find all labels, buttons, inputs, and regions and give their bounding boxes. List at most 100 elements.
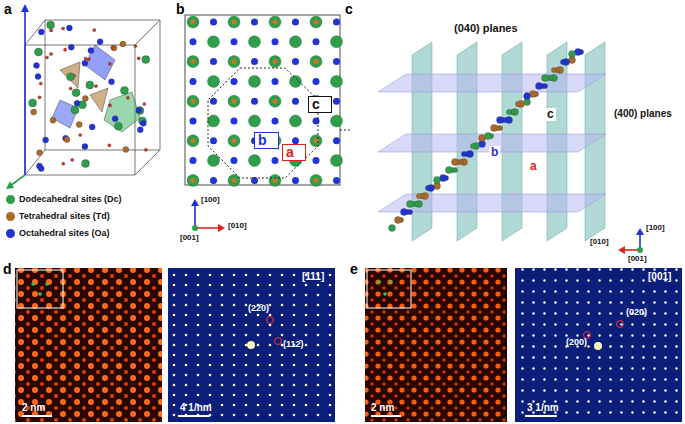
atom bbox=[50, 117, 56, 123]
atom bbox=[86, 81, 94, 89]
atom bbox=[314, 59, 319, 64]
atom bbox=[446, 167, 453, 174]
atom bbox=[43, 137, 49, 143]
atom bbox=[191, 138, 196, 143]
atom bbox=[273, 20, 278, 25]
atom bbox=[38, 96, 41, 99]
spot-index: (22̄0) bbox=[248, 304, 269, 314]
inset-image bbox=[17, 270, 63, 308]
spot-index: (020) bbox=[626, 308, 647, 318]
atom bbox=[425, 185, 430, 190]
atom bbox=[126, 96, 129, 99]
atom bbox=[64, 48, 67, 51]
axis-label: [001] bbox=[180, 234, 199, 243]
site-letter: a bbox=[286, 145, 302, 160]
atom bbox=[208, 36, 220, 48]
atom bbox=[249, 36, 261, 48]
atom bbox=[272, 157, 279, 164]
zone-axis: [111] bbox=[302, 271, 324, 282]
fft-center bbox=[247, 341, 255, 349]
axis-label: [001] bbox=[628, 255, 647, 264]
atom bbox=[142, 56, 150, 64]
atom bbox=[210, 137, 217, 144]
atom bbox=[333, 19, 340, 26]
atom bbox=[82, 60, 88, 66]
atom bbox=[67, 73, 75, 81]
fft-pattern bbox=[515, 268, 682, 422]
atom bbox=[82, 95, 88, 101]
atom bbox=[269, 174, 281, 186]
atom bbox=[395, 217, 402, 224]
atom bbox=[269, 95, 281, 107]
atom bbox=[272, 118, 279, 125]
atom bbox=[251, 58, 258, 65]
atom bbox=[191, 20, 196, 25]
atom bbox=[210, 177, 217, 184]
atom bbox=[407, 201, 414, 208]
atom bbox=[74, 100, 80, 106]
atom bbox=[228, 135, 240, 147]
scale-label: 2 nm bbox=[22, 402, 45, 413]
atom bbox=[120, 41, 126, 47]
atom bbox=[292, 19, 299, 26]
atom bbox=[461, 151, 466, 156]
atom bbox=[112, 116, 118, 122]
fft-center bbox=[594, 342, 602, 350]
atom bbox=[208, 115, 220, 127]
atom bbox=[524, 93, 531, 100]
planes-400 bbox=[378, 74, 606, 212]
spot-mark bbox=[275, 338, 282, 345]
atom bbox=[76, 122, 82, 128]
dotted-octagon bbox=[208, 68, 318, 178]
atom bbox=[333, 98, 340, 105]
atom bbox=[191, 178, 196, 183]
zoom-line bbox=[340, 130, 352, 131]
hrtem-image bbox=[15, 268, 162, 422]
atom bbox=[310, 135, 322, 147]
atoms-b bbox=[187, 16, 343, 186]
atom bbox=[143, 102, 146, 105]
atom bbox=[551, 67, 556, 72]
atom bbox=[290, 36, 302, 48]
legend-swatch bbox=[6, 212, 15, 221]
atom bbox=[314, 178, 319, 183]
inset-overlay bbox=[31, 282, 49, 296]
atom bbox=[64, 137, 70, 143]
scale-bar bbox=[371, 415, 401, 417]
atom bbox=[310, 16, 322, 28]
zone-axis: [001] bbox=[648, 271, 671, 282]
atom bbox=[231, 157, 238, 164]
atom bbox=[434, 177, 441, 184]
atom bbox=[497, 117, 504, 124]
panel-letter: a bbox=[4, 2, 12, 17]
legend-row: Octahedral sites (Oa) bbox=[6, 228, 110, 238]
atom bbox=[269, 16, 281, 28]
atom bbox=[88, 48, 94, 54]
atom bbox=[187, 135, 199, 147]
atom bbox=[136, 107, 142, 113]
atoms-a bbox=[29, 21, 150, 172]
atom bbox=[68, 44, 74, 50]
atom bbox=[232, 99, 237, 104]
atom bbox=[144, 148, 147, 151]
axis-label: [100] bbox=[201, 196, 220, 205]
atom bbox=[249, 75, 261, 87]
site-box: a bbox=[282, 144, 306, 161]
fft-pattern bbox=[168, 268, 335, 422]
atom bbox=[190, 157, 197, 164]
atom bbox=[137, 127, 143, 133]
legend-row: Dodecahedral sites (Dc) bbox=[6, 194, 122, 204]
atom bbox=[228, 95, 240, 107]
atom bbox=[34, 63, 40, 69]
panel-letter: c bbox=[345, 2, 353, 17]
atom bbox=[232, 59, 237, 64]
site-label: c bbox=[545, 108, 556, 121]
site-box: b bbox=[254, 132, 279, 149]
atom bbox=[272, 78, 279, 85]
atom bbox=[310, 56, 322, 68]
atom bbox=[249, 155, 261, 167]
atom bbox=[45, 56, 48, 59]
atom bbox=[191, 59, 196, 64]
atom bbox=[109, 79, 115, 85]
axes-c bbox=[618, 228, 644, 254]
